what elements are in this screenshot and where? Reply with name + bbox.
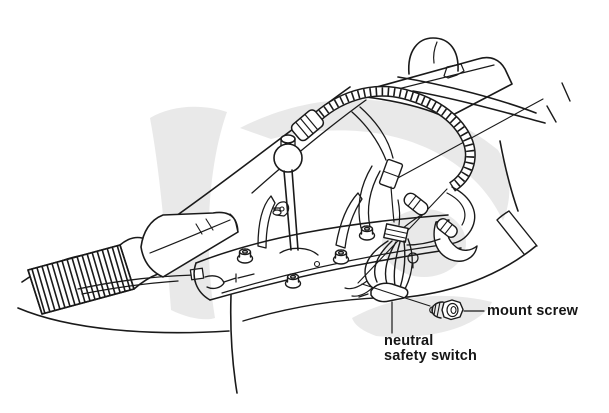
body-dash-marks — [546, 82, 571, 123]
screw-alignment-line — [361, 283, 431, 307]
wire-bundle — [344, 158, 478, 297]
mount-screw-label: mount screw — [487, 304, 578, 319]
switch-label-line2: safety switch — [384, 347, 478, 364]
conduit-end-plug — [290, 109, 325, 142]
brake-handle — [140, 211, 239, 278]
gear-shifter — [257, 134, 363, 256]
tray-notch — [443, 63, 465, 79]
harness-clamp — [383, 223, 409, 243]
plate-hole — [313, 260, 321, 268]
hex-bolt — [332, 249, 350, 265]
shifter-base-plate — [193, 207, 462, 301]
wiring-conduit — [290, 85, 476, 192]
belt-loop — [408, 37, 459, 75]
mount-screw-label-text: mount screw — [487, 303, 579, 319]
cable-hook — [204, 275, 225, 290]
shift-knob — [273, 143, 303, 173]
hex-bolt — [358, 225, 376, 241]
screw-head — [441, 299, 464, 321]
neutral-safety-switch-label: neutral safety switch — [384, 334, 477, 363]
switch-label-line1: neutral — [384, 333, 434, 349]
neutral-safety-switch — [358, 282, 431, 334]
barrel-connector — [403, 192, 429, 216]
console-body — [17, 37, 571, 394]
mount-screw-icon — [429, 299, 485, 321]
shift-lever-shaft — [283, 169, 299, 251]
barrel-connector — [436, 218, 458, 238]
wire-connector — [378, 158, 404, 190]
knob-cap — [280, 134, 296, 144]
hex-bolt — [236, 248, 254, 264]
release-cable — [77, 274, 195, 295]
parking-brake-lever — [27, 211, 255, 315]
hex-bolt — [284, 273, 302, 289]
